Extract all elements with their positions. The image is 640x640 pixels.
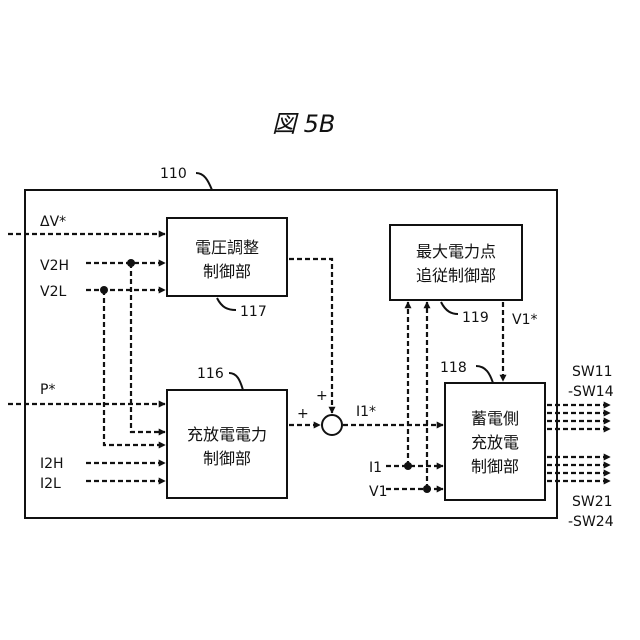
v2l-branch-line — [104, 290, 165, 445]
charge-discharge-block — [167, 390, 287, 498]
v2h-branch-line — [131, 263, 165, 432]
sum-plus-left: + — [297, 406, 309, 422]
storage-side-label-3: 制御部 — [471, 457, 519, 476]
mppt-ref-leader — [441, 302, 458, 314]
mppt-label-1: 最大電力点 — [416, 242, 496, 261]
voltage-adjust-block — [167, 218, 287, 296]
sw-group2-label-1: SW21 — [572, 494, 613, 510]
i2l-input-label: I2L — [40, 476, 61, 492]
p-star-input-label: P* — [40, 382, 55, 398]
voltage-adjust-label-2: 制御部 — [203, 262, 251, 281]
i2h-input-label: I2H — [40, 456, 64, 472]
v1-input-label: V1 — [369, 484, 387, 500]
voltage-adjust-label-1: 電圧調整 — [195, 238, 259, 257]
sum-plus-top: + — [316, 388, 328, 404]
charge-discharge-label-2: 制御部 — [203, 449, 251, 468]
charge-discharge-ref: 116 — [197, 366, 224, 382]
controller-ref-leader — [196, 173, 212, 190]
sw-group2-label-2: -SW24 — [568, 514, 614, 530]
i1-star-label: I1* — [356, 404, 376, 420]
mppt-label-2: 追従制御部 — [416, 266, 496, 285]
storage-side-label-1: 蓄電側 — [471, 409, 519, 428]
i1-input-label: I1 — [369, 460, 382, 476]
summing-junction — [322, 415, 342, 435]
controller-ref: 110 — [160, 166, 187, 182]
storage-side-ref: 118 — [440, 360, 467, 376]
charge-discharge-ref-leader — [229, 373, 243, 390]
v1-star-label: V1* — [512, 312, 537, 328]
voltage-adjust-ref: 117 — [240, 304, 267, 320]
figure-title: 図 5B — [272, 110, 335, 138]
v2l-input-label: V2L — [40, 284, 66, 300]
voltage-adjust-ref-leader — [217, 298, 236, 310]
storage-side-ref-leader — [476, 366, 493, 383]
mppt-ref: 119 — [462, 310, 489, 326]
mppt-block — [390, 225, 522, 300]
storage-side-label-2: 充放電 — [471, 433, 519, 452]
charge-discharge-label-1: 充放電電力 — [187, 425, 267, 444]
v2h-input-label: V2H — [40, 258, 69, 274]
delta-v-input-label: ΔV* — [40, 214, 66, 230]
sw-group1-label-1: SW11 — [572, 364, 613, 380]
sw-group1-label-2: -SW14 — [568, 384, 614, 400]
